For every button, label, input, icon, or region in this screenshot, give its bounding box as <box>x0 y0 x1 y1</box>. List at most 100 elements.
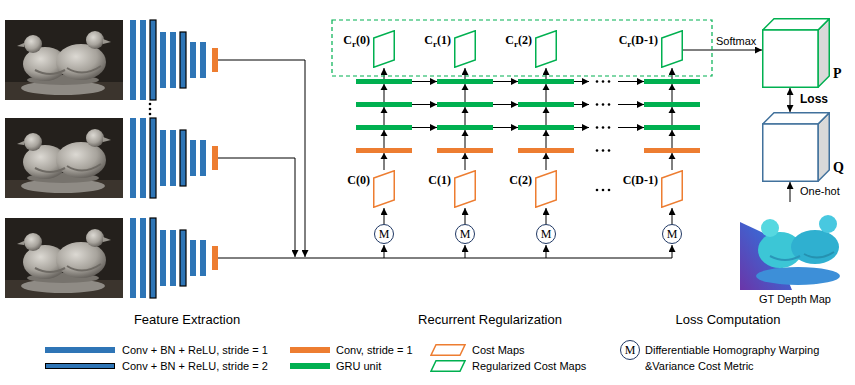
regularized-cost-map: Cr(1) <box>424 30 476 68</box>
gru-unit <box>356 125 412 130</box>
legend-text: Conv + BN + ReLU, stride = 2 <box>122 358 268 374</box>
depth-map-image <box>804 252 834 258</box>
edge-label: Softmax <box>716 34 756 48</box>
ellipsis-dots <box>608 103 611 106</box>
depth-map-image <box>770 256 800 260</box>
depth-map-image <box>740 202 850 290</box>
recurrent-arrow <box>618 104 644 105</box>
recurrent-arrow <box>574 104 589 105</box>
legend-swatch <box>431 361 465 372</box>
layer-arrowhead <box>381 107 388 113</box>
layer-arrowhead <box>381 84 676 159</box>
gru-unit <box>644 79 700 84</box>
node-label: P <box>833 66 842 88</box>
legend-swatch <box>290 363 330 369</box>
node-label: Cr(2) <box>505 30 532 51</box>
warping-operator: M <box>662 224 682 244</box>
map-outline <box>455 31 476 68</box>
map-outline <box>454 30 476 68</box>
volume-outline <box>763 124 818 181</box>
input-photo <box>5 20 123 298</box>
ellipsis-dots <box>602 103 605 106</box>
map-outline <box>662 31 683 68</box>
layer-arrowhead <box>462 153 469 159</box>
ellipsis-dots <box>602 189 605 192</box>
conv-layer <box>437 148 493 153</box>
node-label: M <box>379 228 390 240</box>
gru-unit <box>437 79 493 84</box>
warping-operator: M <box>374 224 394 244</box>
ellipsis-dots <box>149 113 152 116</box>
recurrent-arrow <box>574 127 589 128</box>
input-photo <box>5 118 123 198</box>
feature-network <box>130 118 218 198</box>
flow-arrow <box>672 208 673 224</box>
feature-wire <box>672 245 673 258</box>
gru-unit <box>437 102 493 107</box>
regularized-cost-map: Cr(2) <box>505 30 557 68</box>
input-photo <box>5 20 123 100</box>
node-label: M <box>541 228 552 240</box>
map-outline <box>662 171 683 208</box>
cost-map: C(1) <box>428 170 476 208</box>
feature-wire <box>384 245 385 258</box>
legend-text: Conv, stride = 1 <box>336 342 413 358</box>
warping-operator: M <box>536 224 556 244</box>
layer-arrowhead <box>669 107 676 113</box>
feature-wire <box>218 258 672 259</box>
volume-outline <box>763 30 818 87</box>
edge-label: One-hot <box>800 184 840 198</box>
flow-arrow <box>546 208 547 224</box>
flow-arrow <box>384 208 385 224</box>
ellipsis-dots <box>596 126 599 129</box>
recurrent-arrow <box>412 82 644 128</box>
ellipsis-dots <box>608 149 611 152</box>
ellipsis-dots <box>602 80 605 83</box>
edge-label: Loss <box>800 92 828 106</box>
volume-outline <box>762 112 830 182</box>
ellipsis-dots <box>596 80 611 191</box>
recurrent-arrow <box>412 127 437 128</box>
feature-network <box>130 218 218 298</box>
depth-map-image <box>819 215 837 233</box>
flow-arrow <box>790 88 791 112</box>
depth-map-image <box>791 230 839 264</box>
layer-arrowhead <box>543 84 550 90</box>
gru-unit <box>518 79 574 84</box>
legend-swatch <box>290 347 330 353</box>
node-label: Q <box>833 160 844 182</box>
map-outline <box>454 170 476 208</box>
layer-arrowhead <box>543 107 550 113</box>
gru-unit <box>356 102 412 107</box>
ground-truth-volume: Q <box>762 112 844 182</box>
feature-network <box>130 20 218 298</box>
node-label: Cr(D-1) <box>619 30 658 51</box>
ellipsis-dots <box>608 126 611 129</box>
ellipsis-dots <box>149 103 152 116</box>
ellipsis-dots <box>596 149 599 152</box>
gru-unit <box>644 102 700 107</box>
layer-arrowhead <box>462 107 469 113</box>
ellipsis-dots <box>608 80 611 83</box>
ellipsis-dots <box>149 108 152 111</box>
recurrent-arrow <box>493 104 518 105</box>
map-outline <box>536 171 557 208</box>
layer-arrowhead <box>462 130 469 136</box>
node-label: M <box>667 228 678 240</box>
layer-arrowhead <box>381 130 388 136</box>
legend-symbol: M <box>620 340 640 360</box>
volume-outline <box>762 18 830 88</box>
ellipsis-dots <box>608 189 611 192</box>
recurrent-arrow <box>493 127 518 128</box>
depth-map-image <box>740 202 850 290</box>
recurrent-arrow <box>574 81 589 82</box>
gru-unit <box>437 125 493 130</box>
warping-operator: M <box>455 224 475 244</box>
feature-network <box>130 20 218 100</box>
legend-swatch <box>431 345 465 356</box>
map-outline <box>661 30 683 68</box>
node-label: M <box>460 228 471 240</box>
section-title: Feature Extraction <box>134 312 240 327</box>
recurrent-arrow <box>412 104 437 105</box>
